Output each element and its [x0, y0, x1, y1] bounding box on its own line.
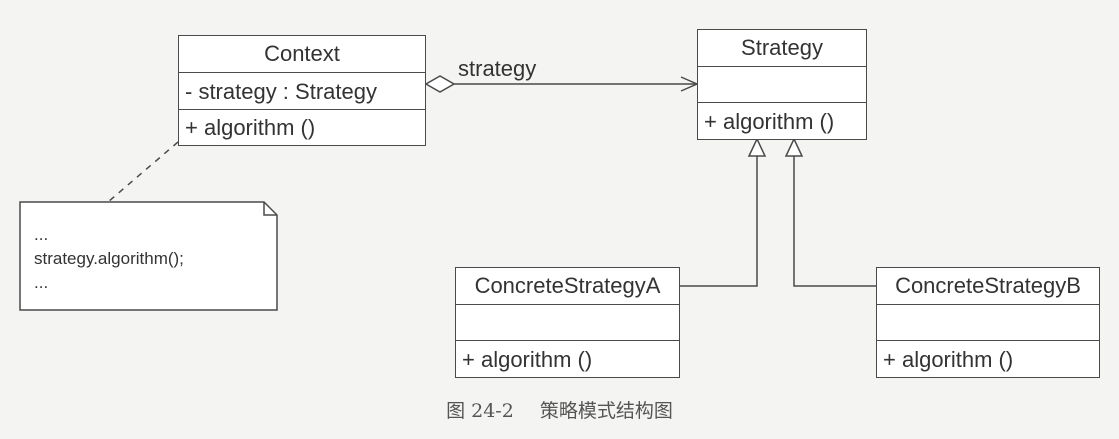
association-label: strategy	[458, 56, 536, 81]
concrete-strategy-b-name: ConcreteStrategyB	[895, 273, 1081, 298]
generalization-line-b	[793, 156, 876, 287]
strategy-class: Strategy + algorithm ()	[697, 29, 867, 140]
generalization-triangle-b	[784, 137, 804, 157]
context-class-name: Context	[264, 41, 340, 66]
note-anchor-line	[107, 141, 179, 203]
note-shape	[19, 201, 278, 311]
note-line-1: ...	[34, 225, 49, 244]
aggregation-diamond	[424, 75, 456, 93]
note-line-3: ...	[34, 273, 49, 292]
concrete-strategy-b-operations: + algorithm ()	[877, 340, 1099, 377]
figure-caption: 图 24-2 策略模式结构图	[0, 396, 1119, 423]
figure-number: 图 24-2	[446, 400, 514, 422]
strategy-class-operations: + algorithm ()	[698, 102, 866, 139]
concrete-strategy-a-class: ConcreteStrategyA + algorithm ()	[455, 267, 680, 378]
context-class-operations: + algorithm ()	[179, 109, 425, 145]
note-line-2: strategy.algorithm();	[34, 249, 184, 268]
concrete-strategy-a-operations: + algorithm ()	[456, 340, 679, 377]
note: ... strategy.algorithm(); ...	[20, 205, 277, 295]
note-fold	[263, 202, 277, 216]
context-class-attributes: - strategy : Strategy	[179, 72, 425, 109]
generalization-triangle-a	[747, 137, 767, 157]
strategy-class-attributes	[698, 66, 866, 102]
concrete-strategy-a-name: ConcreteStrategyA	[474, 273, 661, 298]
context-class: Context - strategy : Strategy + algorith…	[178, 35, 426, 146]
concrete-strategy-b-attributes	[877, 304, 1099, 340]
strategy-class-name: Strategy	[741, 35, 823, 60]
figure-title: 策略模式结构图	[539, 400, 673, 422]
concrete-strategy-a-attributes	[456, 304, 679, 340]
concrete-strategy-b-class: ConcreteStrategyB + algorithm ()	[876, 267, 1100, 378]
generalization-line-a	[680, 156, 758, 287]
